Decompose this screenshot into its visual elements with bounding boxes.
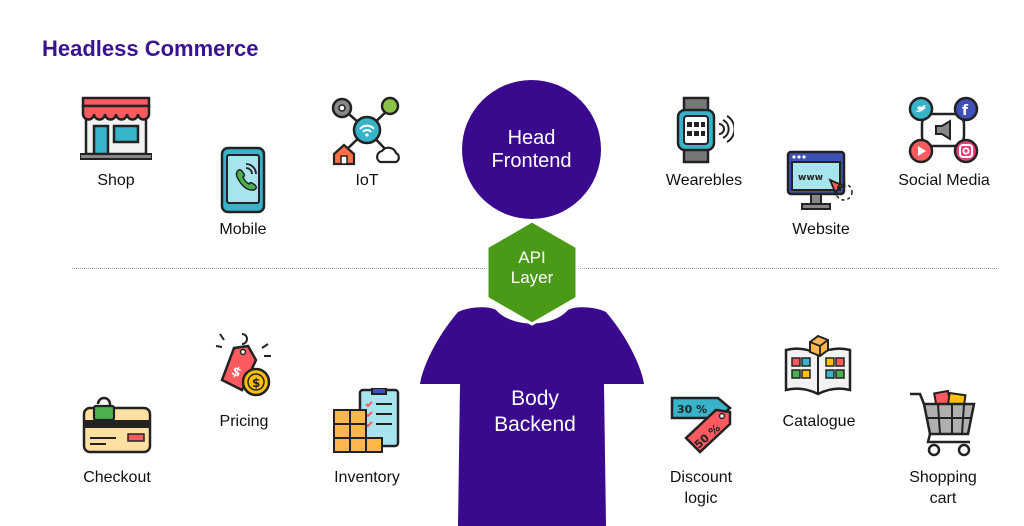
head-label-line1: Head — [507, 126, 556, 149]
api-layer-label: API Layer — [487, 248, 577, 289]
shop-icon — [80, 96, 152, 160]
frontend-item-label: Mobile — [219, 221, 267, 238]
backend-item-label: Checkout — [83, 469, 151, 486]
shopping-cart-icon — [910, 390, 976, 457]
frontend-item-website: Website — [778, 220, 864, 241]
head-label-line2: Frontend — [491, 149, 572, 172]
head-frontend-circle: Head Frontend — [462, 80, 601, 219]
body-label-line1: Body — [511, 387, 559, 410]
frontend-item-label: Wearebles — [665, 172, 743, 189]
frontend-item-label: Website — [792, 221, 850, 238]
discount-icon: 30 % 50 % — [670, 396, 732, 454]
backend-item-checkout: Checkout — [74, 468, 160, 489]
backend-item-inventory: Inventory — [322, 468, 412, 489]
checkout-icon — [82, 396, 152, 454]
backend-item-label-line1: Discount — [669, 469, 733, 486]
iot-icon — [331, 96, 400, 166]
wearables-icon — [676, 96, 734, 164]
backend-item-label: Pricing — [219, 413, 269, 430]
frontend-item-label: Social Media — [898, 172, 990, 189]
backend-item-discount-logic: Discount logic — [656, 468, 746, 510]
svg-text:www: www — [798, 173, 823, 183]
frontend-item-social-media: Social Media — [888, 171, 1000, 192]
frontend-item-label: Shop — [97, 172, 135, 189]
page-title: Headless Commerce — [42, 36, 259, 61]
catalogue-icon — [784, 334, 852, 396]
svg-text:f: f — [962, 103, 969, 119]
pricing-icon: $ $ — [215, 333, 271, 397]
discount-tag-top: 30 % — [677, 403, 707, 416]
mobile-icon — [220, 146, 266, 214]
frontend-item-iot: IoT — [342, 171, 392, 192]
inventory-icon — [333, 388, 400, 453]
backend-item-pricing: Pricing — [208, 412, 280, 433]
backend-item-label: Inventory — [334, 469, 400, 486]
website-icon: www — [786, 150, 853, 210]
backend-item-shopping-cart: Shopping cart — [894, 468, 992, 510]
backend-item-label-line1: Shopping — [909, 469, 977, 486]
frontend-item-mobile: Mobile — [210, 220, 276, 241]
api-label-line2: Layer — [510, 268, 554, 288]
frontend-item-label: IoT — [355, 172, 379, 189]
backend-item-label-line2: logic — [684, 489, 718, 507]
backend-item-label: Catalogue — [782, 413, 856, 430]
backend-item-catalogue: Catalogue — [770, 412, 868, 433]
body-label-line2: Backend — [494, 412, 576, 436]
backend-item-label-line2: cart — [929, 489, 957, 507]
svg-text:$: $ — [252, 376, 260, 390]
body-backend-label: Body Backend — [440, 386, 630, 437]
social-media-icon: f — [908, 96, 979, 164]
frontend-item-shop: Shop — [80, 171, 152, 192]
api-label-line1: API — [518, 248, 546, 267]
frontend-item-wearables: Wearebles — [652, 171, 756, 192]
